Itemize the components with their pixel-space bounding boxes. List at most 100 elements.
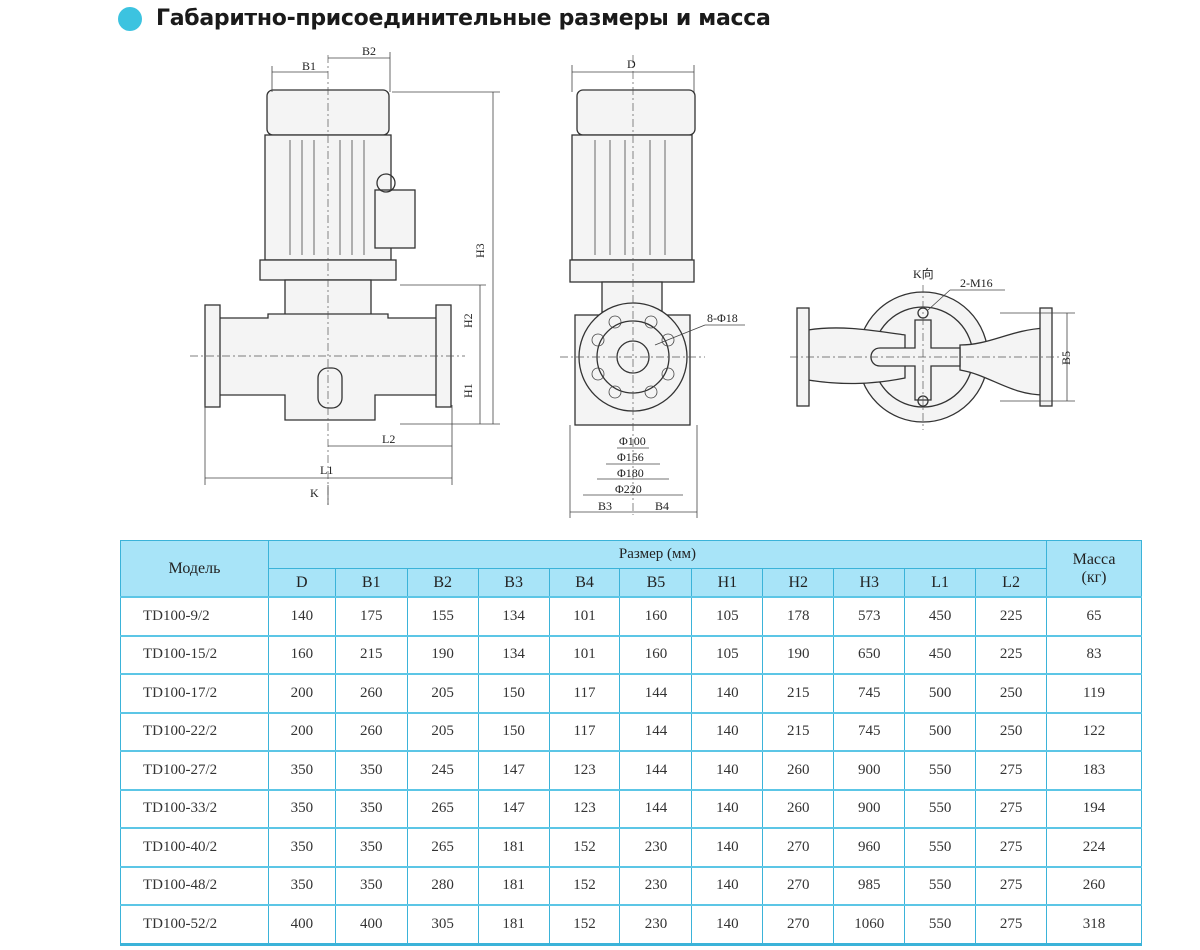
model-cell: TD100-9/2 — [120, 596, 269, 637]
dim-label-h1: H1 — [461, 383, 475, 398]
column-header-d: D — [267, 568, 336, 598]
value-cell-l2: 250 — [975, 673, 1048, 714]
column-header-b5: B5 — [619, 568, 693, 598]
dim-label-b4: B4 — [655, 499, 669, 513]
mass-cell: 122 — [1046, 711, 1142, 752]
value-cell-h1: 105 — [691, 634, 764, 675]
value-cell-d: 200 — [267, 673, 336, 714]
value-cell-d: 350 — [267, 788, 336, 829]
value-cell-b1: 350 — [334, 750, 408, 791]
value-cell-l2: 275 — [975, 904, 1048, 946]
model-cell: TD100-40/2 — [120, 827, 269, 868]
value-cell-l1: 550 — [904, 750, 977, 791]
value-cell-h1: 140 — [691, 750, 764, 791]
value-cell-b3: 150 — [477, 711, 550, 752]
value-cell-b1: 400 — [334, 904, 408, 946]
value-cell-h1: 140 — [691, 711, 764, 752]
value-cell-l1: 450 — [904, 596, 977, 637]
dim-label-l2: L2 — [382, 432, 395, 446]
value-cell-l1: 550 — [904, 788, 977, 829]
value-cell-h1: 105 — [691, 596, 764, 637]
column-header-b4: B4 — [548, 568, 621, 598]
value-cell-b4: 101 — [548, 634, 621, 675]
value-cell-h2: 190 — [762, 634, 835, 675]
value-cell-b5: 160 — [619, 634, 693, 675]
dimension-drawings: B1 B2 H3 H2 H1 L2 L1 K — [190, 44, 1075, 518]
section-title: Габаритно-присоединительные размеры и ма… — [118, 6, 771, 31]
dim-label-bolt-holes: 8-Φ18 — [707, 311, 738, 325]
value-cell-h2: 270 — [762, 865, 835, 906]
value-cell-b2: 205 — [406, 673, 479, 714]
column-header-b3: B3 — [477, 568, 550, 598]
value-cell-l1: 450 — [904, 634, 977, 675]
column-header-b2: B2 — [406, 568, 479, 598]
mass-cell: 224 — [1046, 827, 1142, 868]
value-cell-d: 200 — [267, 711, 336, 752]
column-header-h1: H1 — [691, 568, 764, 598]
value-cell-b3: 150 — [477, 673, 550, 714]
dim-label-bolts: 2-M16 — [960, 276, 993, 290]
value-cell-b2: 190 — [406, 634, 479, 675]
value-cell-d: 400 — [267, 904, 336, 946]
value-cell-b2: 155 — [406, 596, 479, 637]
mass-cell: 318 — [1046, 904, 1142, 946]
model-cell: TD100-27/2 — [120, 750, 269, 791]
value-cell-b5: 144 — [619, 750, 693, 791]
value-cell-b2: 280 — [406, 865, 479, 906]
value-cell-b5: 144 — [619, 788, 693, 829]
value-cell-h3: 573 — [833, 596, 906, 637]
mass-cell: 194 — [1046, 788, 1142, 829]
column-header-h3: H3 — [833, 568, 906, 598]
dim-label-h3: H3 — [473, 243, 487, 258]
value-cell-b4: 117 — [548, 673, 621, 714]
value-cell-b5: 230 — [619, 865, 693, 906]
dim-label-h2: H2 — [461, 313, 475, 328]
value-cell-h3: 745 — [833, 711, 906, 752]
value-cell-h3: 745 — [833, 673, 906, 714]
view-label-k: K — [310, 486, 319, 500]
mass-cell: 83 — [1046, 634, 1142, 675]
value-cell-h1: 140 — [691, 673, 764, 714]
value-cell-b1: 215 — [334, 634, 408, 675]
value-cell-l2: 225 — [975, 634, 1048, 675]
value-cell-h3: 960 — [833, 827, 906, 868]
value-cell-d: 350 — [267, 750, 336, 791]
mass-cell: 65 — [1046, 596, 1142, 637]
value-cell-b4: 123 — [548, 750, 621, 791]
value-cell-h2: 260 — [762, 750, 835, 791]
value-cell-l2: 225 — [975, 596, 1048, 637]
model-cell: TD100-22/2 — [120, 711, 269, 752]
value-cell-h2: 260 — [762, 788, 835, 829]
model-cell: TD100-33/2 — [120, 788, 269, 829]
value-cell-d: 350 — [267, 865, 336, 906]
model-cell: TD100-52/2 — [120, 904, 269, 946]
top-view-drawing: K向 2-M16 B5 — [790, 266, 1075, 430]
value-cell-b5: 160 — [619, 596, 693, 637]
value-cell-h1: 140 — [691, 904, 764, 946]
value-cell-b5: 144 — [619, 673, 693, 714]
value-cell-d: 140 — [267, 596, 336, 637]
value-cell-b4: 101 — [548, 596, 621, 637]
value-cell-l2: 275 — [975, 865, 1048, 906]
value-cell-h1: 140 — [691, 788, 764, 829]
model-cell: TD100-48/2 — [120, 865, 269, 906]
column-header-b1: B1 — [334, 568, 408, 598]
value-cell-b3: 134 — [477, 634, 550, 675]
value-cell-l2: 275 — [975, 788, 1048, 829]
value-cell-b2: 205 — [406, 711, 479, 752]
value-cell-b3: 181 — [477, 865, 550, 906]
value-cell-h2: 270 — [762, 904, 835, 946]
value-cell-b4: 123 — [548, 788, 621, 829]
mass-cell: 119 — [1046, 673, 1142, 714]
value-cell-l1: 550 — [904, 865, 977, 906]
value-cell-b4: 152 — [548, 827, 621, 868]
value-cell-l2: 275 — [975, 750, 1048, 791]
front-view-drawing: B1 B2 H3 H2 H1 L2 L1 K — [190, 44, 500, 505]
value-cell-b3: 147 — [477, 750, 550, 791]
dim-label-b1: B1 — [302, 59, 316, 73]
value-cell-d: 350 — [267, 827, 336, 868]
